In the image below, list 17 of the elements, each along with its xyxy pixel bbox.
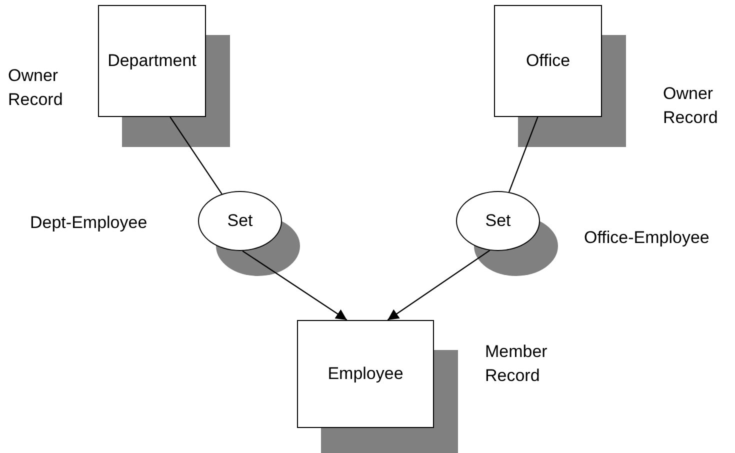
record-caption: Owner Record: [8, 65, 64, 111]
node-label: Employee: [328, 364, 404, 384]
node-label: Set: [485, 211, 511, 231]
record-caption: Office-Employee: [584, 227, 710, 249]
record-caption: Member Record: [485, 341, 548, 387]
arrow: [387, 250, 490, 320]
connector-line: [508, 116, 538, 192]
node-label: Office: [526, 51, 570, 71]
record-caption: Owner Record: [663, 83, 719, 129]
node-label: Department: [108, 51, 196, 71]
arrow: [242, 250, 348, 320]
record-caption: Dept-Employee: [30, 212, 148, 234]
record-box: [297, 320, 434, 428]
record-box: [98, 5, 206, 117]
node-label: Set: [227, 211, 253, 231]
record-box: [494, 5, 602, 117]
connector-line: [170, 116, 222, 194]
